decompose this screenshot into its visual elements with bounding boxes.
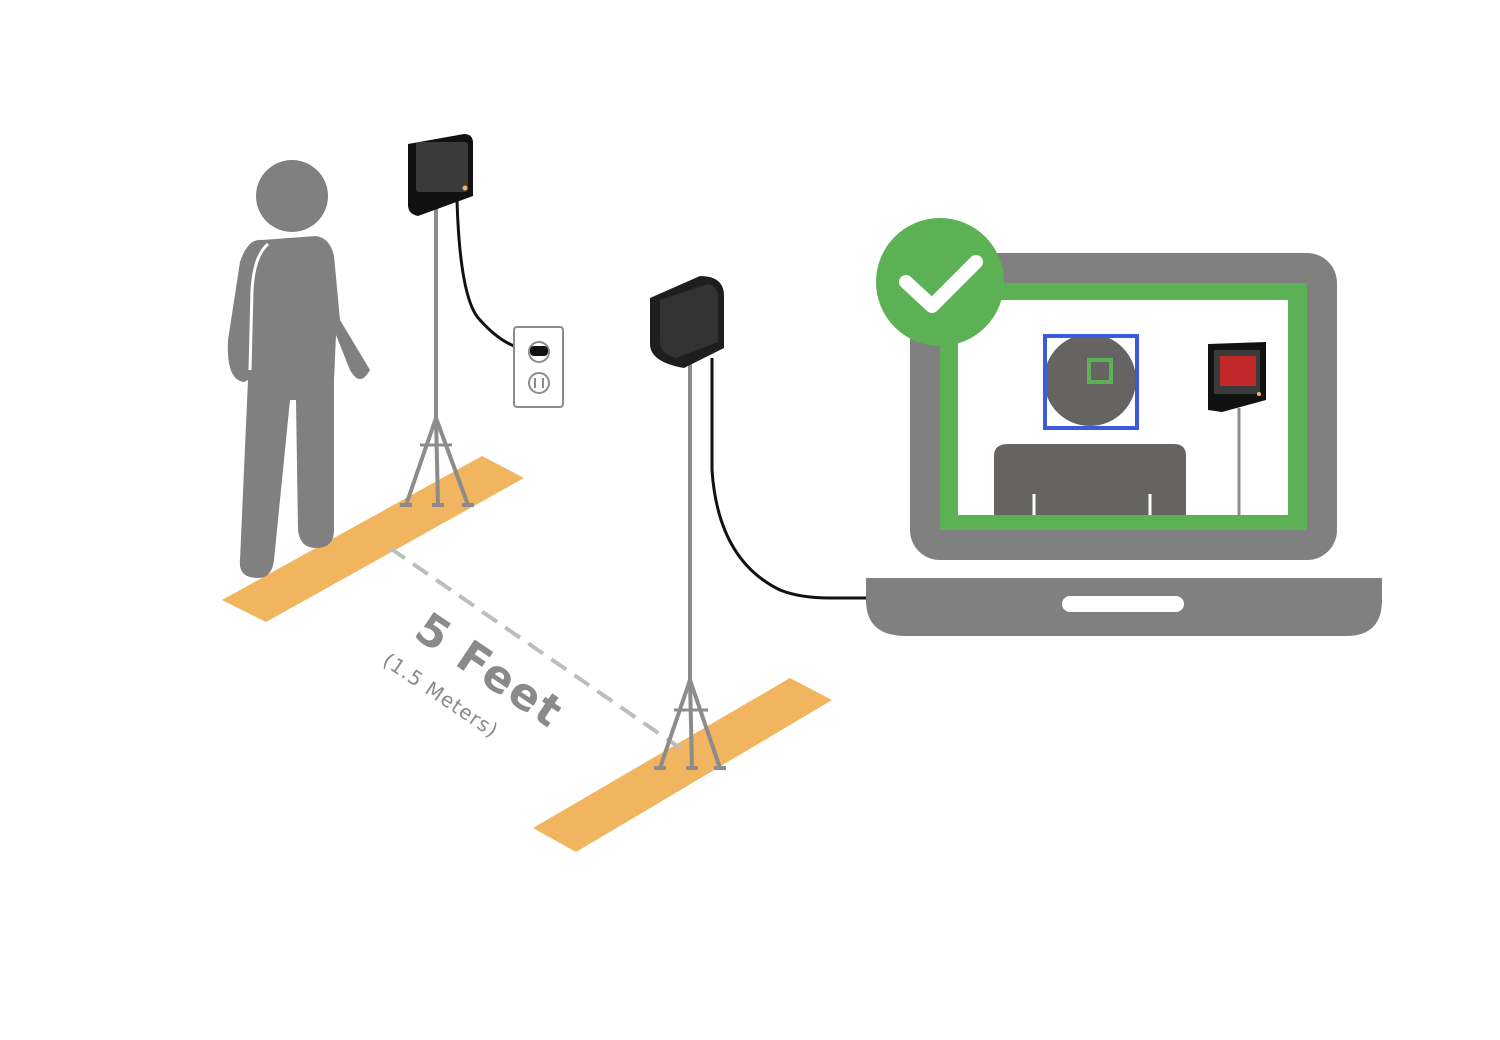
- floor-marker-camera: [533, 678, 832, 852]
- front-camera-stand: [650, 276, 870, 770]
- usb-cable: [710, 358, 870, 600]
- floor-marker-person: [222, 456, 524, 622]
- thermal-camera-icon: [408, 134, 473, 216]
- distance-label: 5 Feet (1.5 Meters): [379, 603, 573, 743]
- tripod-icon: [654, 679, 726, 770]
- wall-outlet-icon: [513, 326, 564, 408]
- laptop-trackpad: [1062, 596, 1184, 612]
- thermal-camera-icon: [650, 276, 724, 368]
- rear-camera-stand: [400, 134, 539, 507]
- distance-line: [388, 546, 682, 750]
- screen-thermal-camera: [1208, 342, 1266, 515]
- laptop-icon: [866, 253, 1382, 636]
- face-detection-box-icon: [1043, 334, 1139, 430]
- tripod-icon: [400, 417, 474, 507]
- forehead-measurement-box: [1087, 358, 1113, 384]
- checkmark-icon: [876, 218, 1004, 346]
- person-icon: [227, 160, 370, 578]
